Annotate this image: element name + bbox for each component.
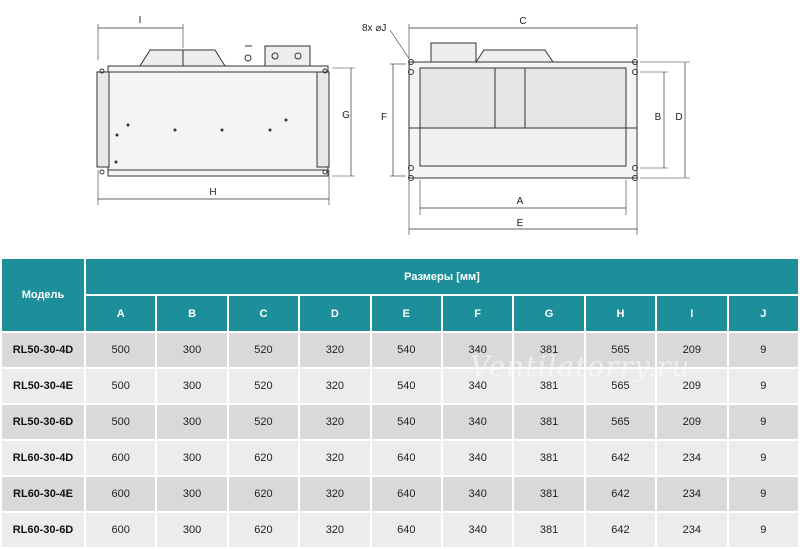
side-view-body [107, 65, 329, 177]
model-cell: RL50-30-6D [2, 405, 84, 439]
value-cell: 540 [371, 333, 441, 367]
value-cell: 381 [514, 441, 584, 475]
value-cell: 640 [371, 441, 441, 475]
column-header-e: E [371, 296, 441, 331]
value-cell: 600 [86, 513, 156, 547]
value-cell: 340 [442, 477, 513, 511]
value-cell: 565 [585, 405, 656, 439]
value-cell: 300 [157, 405, 227, 439]
value-cell: 300 [157, 477, 227, 511]
value-cell: 642 [585, 441, 656, 475]
value-cell: 9 [728, 405, 798, 439]
dim-label-c: C [519, 16, 526, 27]
value-cell: 540 [371, 405, 441, 439]
column-header-h: H [585, 296, 656, 331]
model-cell: RL60-30-4E [2, 477, 84, 511]
value-cell: 340 [442, 513, 513, 547]
value-cell: 600 [86, 441, 156, 475]
value-cell: 300 [157, 441, 227, 475]
value-cell: 320 [300, 369, 370, 403]
hole-label: 8x ⌀J [362, 23, 386, 34]
dim-label-d: D [675, 112, 682, 123]
column-header-a: A [86, 296, 156, 331]
value-cell: 320 [300, 513, 370, 547]
model-cell: RL50-30-4E [2, 369, 84, 403]
value-cell: 209 [657, 405, 727, 439]
value-cell: 381 [514, 333, 584, 367]
value-cell: 209 [657, 369, 727, 403]
value-cell: 500 [86, 369, 156, 403]
value-cell: 234 [657, 513, 727, 547]
column-header-j: J [728, 296, 798, 331]
column-header-c: C [228, 296, 299, 331]
value-cell: 520 [228, 369, 299, 403]
column-header-d: D [300, 296, 370, 331]
value-cell: 500 [86, 333, 156, 367]
value-cell: 9 [728, 369, 798, 403]
value-cell: 9 [728, 441, 798, 475]
column-header-i: I [657, 296, 727, 331]
value-cell: 234 [657, 441, 727, 475]
value-cell: 520 [228, 333, 299, 367]
value-cell: 381 [514, 513, 584, 547]
technical-drawing: I G H 8x ⌀J C F B D A E [96, 15, 690, 235]
value-cell: 565 [585, 333, 656, 367]
value-cell: 520 [228, 405, 299, 439]
value-cell: 320 [300, 405, 370, 439]
value-cell: 500 [86, 405, 156, 439]
dim-label-f: F [381, 112, 387, 123]
value-cell: 300 [157, 369, 227, 403]
dimensions-header: Размеры [мм] [86, 259, 798, 294]
value-cell: 340 [442, 369, 513, 403]
model-cell: RL60-30-6D [2, 513, 84, 547]
value-cell: 600 [86, 477, 156, 511]
value-cell: 320 [300, 441, 370, 475]
value-cell: 9 [728, 513, 798, 547]
column-header-f: F [442, 296, 513, 331]
value-cell: 300 [157, 513, 227, 547]
column-header-g: G [514, 296, 584, 331]
value-cell: 642 [585, 477, 656, 511]
value-cell: 565 [585, 369, 656, 403]
value-cell: 320 [300, 477, 370, 511]
model-cell: RL50-30-4D [2, 333, 84, 367]
value-cell: 381 [514, 477, 584, 511]
dim-label-g: G [342, 110, 350, 121]
value-cell: 381 [514, 369, 584, 403]
dim-label-i: I [139, 15, 142, 26]
value-cell: 620 [228, 441, 299, 475]
dim-label-h: H [209, 187, 216, 198]
value-cell: 9 [728, 477, 798, 511]
dim-label-a: A [517, 196, 524, 207]
value-cell: 300 [157, 333, 227, 367]
value-cell: 234 [657, 477, 727, 511]
value-cell: 640 [371, 477, 441, 511]
model-header: Модель [2, 259, 84, 331]
value-cell: 320 [300, 333, 370, 367]
value-cell: 540 [371, 369, 441, 403]
value-cell: 381 [514, 405, 584, 439]
value-cell: 620 [228, 477, 299, 511]
model-cell: RL60-30-4D [2, 441, 84, 475]
value-cell: 642 [585, 513, 656, 547]
value-cell: 209 [657, 333, 727, 367]
column-header-b: B [157, 296, 227, 331]
value-cell: 340 [442, 441, 513, 475]
value-cell: 640 [371, 513, 441, 547]
value-cell: 340 [442, 333, 513, 367]
dim-label-b: B [655, 112, 662, 123]
value-cell: 9 [728, 333, 798, 367]
value-cell: 340 [442, 405, 513, 439]
dim-label-e: E [517, 218, 524, 229]
value-cell: 620 [228, 513, 299, 547]
